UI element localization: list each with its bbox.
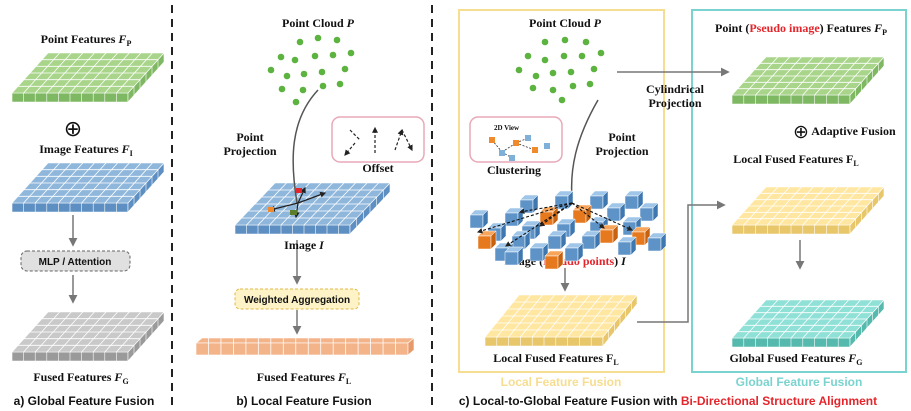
- c-point-pseudo-grid: [731, 56, 885, 105]
- offset-arrows: [344, 126, 413, 156]
- b-fused-strip: [195, 337, 415, 356]
- b-offset-label: Offset: [362, 161, 393, 175]
- c-point-projection-1: Point: [608, 130, 635, 144]
- c-local-box-label: Local Feature Fusion: [501, 375, 622, 389]
- arrow-c-local: [637, 200, 726, 323]
- global-fusion-box: [691, 9, 907, 373]
- a-point-features-title: Point Features FP: [41, 32, 132, 48]
- mlp-attention-label: MLP / Attention: [39, 257, 112, 268]
- a-fused-feature-grid: [11, 311, 165, 362]
- a-point-feature-grid: [11, 52, 165, 103]
- b-point-cloud-title: Point Cloud P: [282, 16, 355, 30]
- c-global-box-label: Global Feature Fusion: [736, 375, 863, 389]
- clustering-box: [469, 116, 563, 163]
- b-caption: b) Local Feature Fusion: [236, 394, 371, 408]
- c-global-fused-grid: [731, 299, 885, 348]
- c-point-pseudo-title: Point (Pseudo image) Features FP: [715, 21, 887, 37]
- local-fusion-box: [458, 9, 665, 373]
- c-2d-view-label: 2D View: [494, 124, 520, 132]
- weighted-aggregation-box: [234, 288, 360, 310]
- c-point-cloud: [515, 36, 605, 104]
- c-local-fused-right: Local Fused Features FL: [733, 152, 858, 168]
- b-point-projection-2: Projection: [223, 144, 276, 158]
- c-point-cloud-title: Point Cloud P: [529, 16, 602, 30]
- a-plus-symbol: ⊕: [64, 116, 82, 141]
- a-caption: a) Global Feature Fusion: [14, 394, 155, 408]
- c-cylindrical-1: Cylindrical: [646, 82, 705, 96]
- c-caption: c) Local-to-Global Feature Fusion with B…: [459, 394, 877, 408]
- c-local-fused-grid-left: [484, 294, 638, 347]
- a-image-features-title: Image Features FI: [39, 142, 133, 158]
- c-cylindrical-2: Projection: [648, 96, 701, 110]
- b-projection-arrows: [268, 186, 327, 219]
- b-point-projection-1: Point: [236, 130, 263, 144]
- b-fused-features-title: Fused Features FL: [257, 370, 351, 386]
- c-local-fused-grid-right: [731, 186, 885, 235]
- a-image-feature-grid: [11, 162, 165, 213]
- mlp-attention-box: [20, 250, 131, 272]
- c-point-projection-2: Projection: [595, 144, 648, 158]
- a-fused-features-title: Fused Features FG: [33, 370, 128, 386]
- b-image-title: Image I: [284, 238, 325, 252]
- c-clustering-label: Clustering: [487, 163, 541, 177]
- projection-curve-c: [570, 99, 599, 199]
- clustering-mini-graph: [489, 135, 550, 161]
- b-image-grid: [234, 182, 391, 235]
- weighted-aggregation-label: Weighted Aggregation: [244, 295, 350, 306]
- c-pseudo-points: [469, 190, 667, 270]
- projection-curve-b: [292, 89, 319, 204]
- offset-box: [331, 116, 425, 163]
- c-global-fused-title: Global Fused Features FG: [729, 351, 862, 367]
- b-point-cloud: [267, 34, 355, 106]
- c-adaptive-fusion: ⊕ Adaptive Fusion: [793, 122, 896, 143]
- c-local-fused-left: Local Fused Features FL: [493, 351, 618, 367]
